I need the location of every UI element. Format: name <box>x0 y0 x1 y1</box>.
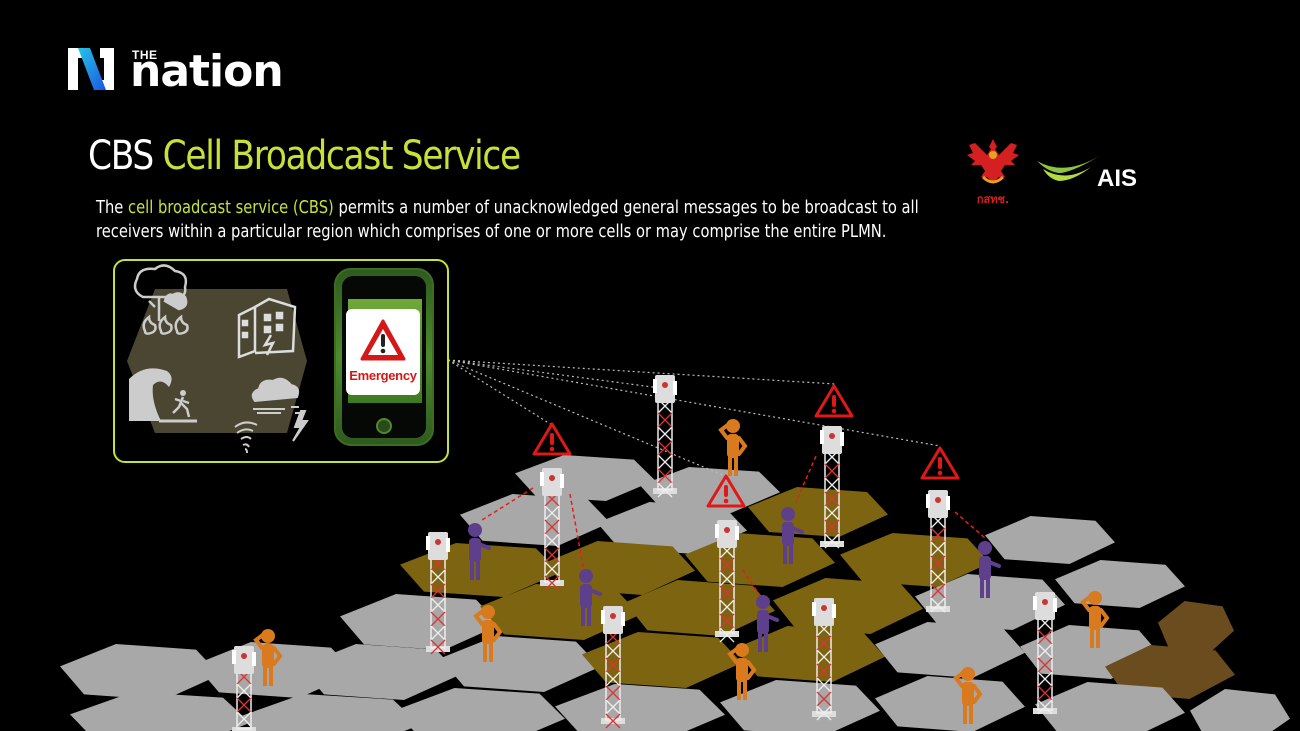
description-lead: The <box>96 198 124 218</box>
coverage-cell <box>1055 560 1185 608</box>
cell-tower-icon <box>812 598 836 721</box>
coverage-cell <box>640 467 780 513</box>
description: The cell broadcast service (CBS) permits… <box>96 196 936 244</box>
coverage-cell <box>1035 682 1185 731</box>
coverage-cell <box>60 644 220 700</box>
cell-tower-icon <box>715 520 739 643</box>
coverage-cell <box>985 516 1115 564</box>
title-prefix: CBS <box>88 133 154 179</box>
earthquake-icon <box>237 297 297 359</box>
cell-tower-icon <box>232 646 256 731</box>
cell-tower-icon <box>540 468 564 591</box>
broadcast-link <box>447 359 726 477</box>
ais-logo: AIS <box>1035 143 1137 193</box>
broadcast-link <box>447 359 836 385</box>
garuda-emblem-icon <box>967 139 1019 184</box>
alert-warning-icon <box>920 446 960 480</box>
phone-alert-label: Emergency <box>349 368 417 383</box>
ais-label: AIS <box>1097 165 1138 192</box>
receiver-person-icon <box>756 595 779 652</box>
receiver-person-icon <box>978 541 1001 598</box>
the-nation-logo: THE nation <box>66 46 284 94</box>
cell-tower-icon <box>653 375 677 498</box>
coverage-cell <box>1105 645 1235 699</box>
page-title: CBS Cell Broadcast Service <box>88 130 522 182</box>
coverage-cell <box>773 578 923 634</box>
coverage-cell <box>395 688 565 731</box>
partner-logos: กสทช. AIS <box>965 128 1137 208</box>
alert-warning-icon <box>532 422 572 456</box>
receiver-person-icon <box>781 507 804 564</box>
hazard-alert-panel: Emergency <box>113 259 449 463</box>
alert-link <box>795 455 817 503</box>
broadcast-link <box>447 359 941 447</box>
logo-the-text: THE <box>132 48 158 62</box>
coverage-cell <box>460 494 610 546</box>
wildfire-icon <box>133 264 189 335</box>
coverage-cell <box>625 580 775 636</box>
alert-link <box>954 511 986 539</box>
ais-swoosh-icon <box>1037 155 1101 181</box>
coverage-cell <box>582 632 742 688</box>
description-rest: permits a number of unacknowledged gener… <box>96 198 919 242</box>
storm-icon <box>234 377 309 454</box>
coverage-cell <box>300 644 460 700</box>
coverage-cell <box>555 684 725 731</box>
nbtc-label: กสทช. <box>976 193 1010 206</box>
phone-home-button <box>376 418 392 434</box>
coverage-cell <box>70 692 250 731</box>
coverage-cell <box>720 680 880 731</box>
coverage-cell <box>875 676 1025 731</box>
tsunami-icon <box>129 368 197 423</box>
coverage-cell <box>875 622 1025 678</box>
alert-warning-icon <box>706 474 746 508</box>
logo-nation-text: nation <box>130 46 284 97</box>
title-main: Cell Broadcast Service <box>162 133 522 179</box>
phone-icon <box>334 268 434 446</box>
alert-warning-icon <box>814 384 854 418</box>
broadcast-link <box>447 359 661 389</box>
receiver-person-icon <box>579 569 602 626</box>
cell-tower-icon <box>426 532 450 655</box>
coverage-cell <box>515 455 655 501</box>
coverage-cell <box>240 694 420 731</box>
nation-n-logo-icon <box>68 48 114 90</box>
coverage-cell <box>915 574 1065 630</box>
alert-link <box>569 493 585 573</box>
cell-tower-icon <box>1033 592 1057 715</box>
cell-tower-icon <box>926 490 950 613</box>
broadcast-link <box>447 359 553 426</box>
alert-link <box>481 487 534 521</box>
coverage-cell <box>1158 601 1234 655</box>
coverage-cell <box>735 626 885 682</box>
description-highlight: cell broadcast service (CBS) <box>128 198 334 218</box>
bystander-person-icon <box>473 605 503 662</box>
coverage-cell <box>480 584 640 640</box>
coverage-cell <box>340 594 500 650</box>
bystander-person-icon <box>718 419 748 476</box>
coverage-cell <box>1190 689 1290 731</box>
receiver-person-icon <box>468 523 491 580</box>
nbtc-logo: กสทช. <box>965 128 1021 208</box>
coverage-cell <box>440 636 600 692</box>
coverage-cell <box>840 533 990 587</box>
bystander-person-icon <box>727 643 757 700</box>
alert-link <box>742 569 761 597</box>
bystander-person-icon <box>953 667 983 724</box>
cell-tower-icon <box>601 606 625 729</box>
cell-tower-icon <box>820 426 844 549</box>
bystander-person-icon <box>253 629 283 686</box>
coverage-cell <box>597 502 747 554</box>
bystander-person-icon <box>1080 591 1110 648</box>
